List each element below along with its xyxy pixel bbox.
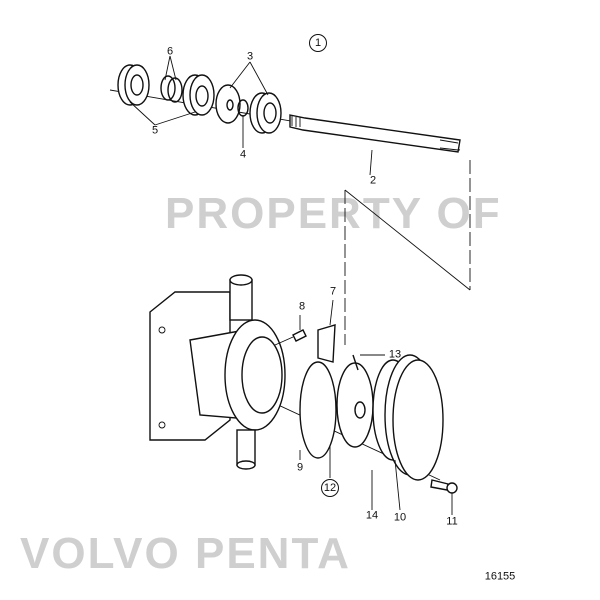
circlip-6 — [160, 75, 183, 103]
watermark-line-1: PROPERTY OF — [165, 189, 502, 238]
callout-14: 14 — [365, 509, 379, 522]
callout-4: 4 — [239, 148, 247, 161]
callout-9: 9 — [296, 461, 304, 474]
callout-5: 5 — [151, 124, 159, 137]
cover-10 — [384, 354, 444, 481]
cam-7 — [317, 324, 336, 363]
callout-10: 10 — [393, 511, 407, 524]
bearing-3 — [249, 92, 282, 134]
pin-13 — [352, 354, 359, 371]
shaft-2 — [289, 114, 461, 153]
callout-2: 2 — [369, 174, 377, 187]
pump-housing — [189, 274, 286, 470]
callout-3: 3 — [246, 50, 254, 63]
figure-number: 16155 — [484, 570, 516, 583]
bearing-5-left — [117, 64, 150, 106]
impeller-12 — [336, 362, 374, 448]
callout-8: 8 — [298, 300, 306, 313]
callout-13: 13 — [388, 348, 402, 361]
seal-ring-3 — [215, 84, 241, 124]
callout-11: 11 — [446, 515, 458, 528]
group-number-badge: 1 — [309, 34, 327, 52]
callout-12: 12 — [321, 479, 339, 497]
screw-8 — [274, 329, 307, 346]
gasket-9 — [299, 361, 337, 459]
watermark-line-2: VOLVO PENTA — [20, 529, 351, 578]
callout-6: 6 — [166, 45, 174, 58]
screw-11 — [430, 479, 458, 494]
callout-7: 7 — [329, 285, 337, 298]
leader-lines — [129, 55, 453, 515]
bearing-5-right — [182, 74, 215, 116]
